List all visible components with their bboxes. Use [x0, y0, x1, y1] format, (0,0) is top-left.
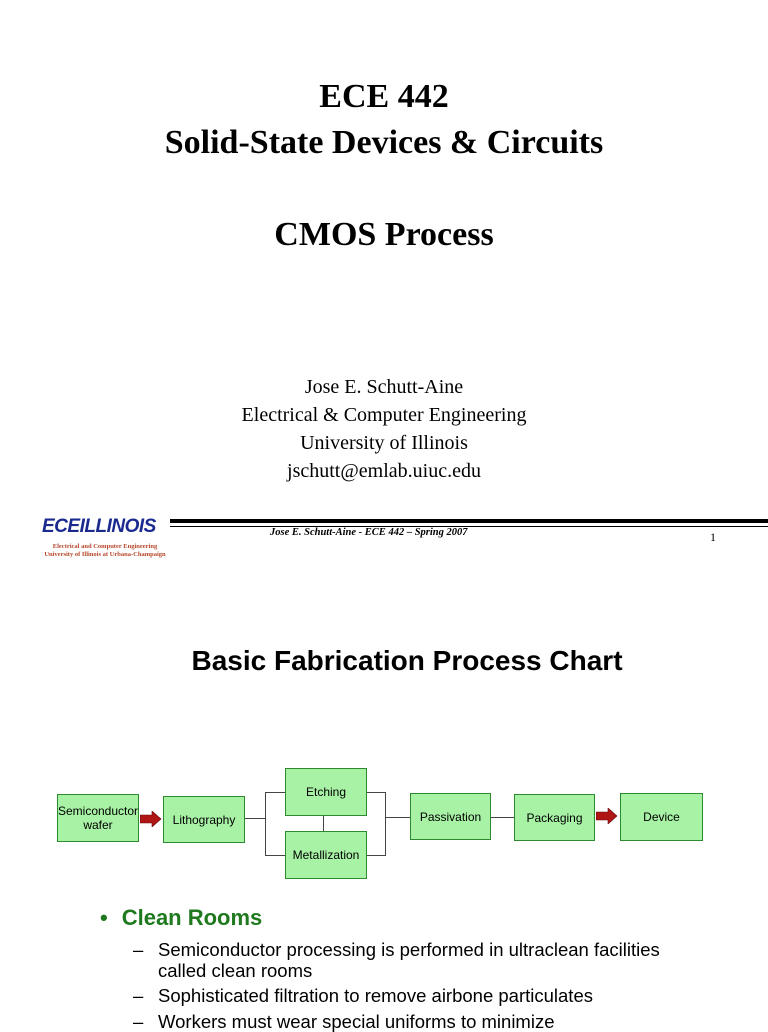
footer-rule — [170, 519, 768, 523]
footer-rule-thin — [170, 526, 768, 527]
course-number: ECE 442 — [319, 78, 449, 115]
box-metallization: Metallization — [285, 831, 367, 879]
connector-line — [366, 792, 386, 793]
arrow-right-icon — [596, 808, 618, 824]
logo-subtitle-2: University of Illinois at Urbana-Champai… — [44, 551, 166, 558]
bullet-clean-rooms: •Clean Rooms — [100, 905, 263, 930]
connector-line — [265, 792, 266, 855]
author-email: jschutt@emlab.uiuc.edu — [287, 460, 481, 482]
box-lithography: Lithography — [163, 796, 245, 843]
connector-line — [265, 855, 285, 856]
connector-line — [265, 792, 285, 793]
connector-line — [366, 855, 386, 856]
topic-title: CMOS Process — [274, 216, 494, 253]
bullet-dot-icon: • — [100, 905, 108, 930]
box-passivation: Passivation — [410, 793, 491, 840]
arrow-right-icon — [140, 811, 162, 827]
author-university: University of Illinois — [300, 432, 468, 454]
connector-line — [385, 817, 410, 818]
course-title: Solid-State Devices & Circuits — [164, 124, 604, 161]
slide-footer: ECEILLINOIS Electrical and Computer Engi… — [40, 516, 768, 560]
box-device: Device — [620, 793, 703, 841]
author-name: Jose E. Schutt-Aine — [304, 376, 464, 398]
box-semiconductor-wafer: Semiconductor wafer — [57, 794, 139, 842]
title-slide: ECE 442 Solid-State Devices & Circuits C… — [40, 78, 768, 560]
fabrication-flow-diagram: Semiconductor wafer Lithography Etching … — [0, 760, 768, 890]
process-chart-title: Basic Fabrication Process Chart — [191, 645, 623, 676]
connector-line — [323, 816, 324, 831]
footer-text: Jose E. Schutt-Aine - ECE 442 – Spring 2… — [270, 527, 468, 538]
box-packaging: Packaging — [514, 794, 595, 841]
page-number: 1 — [710, 530, 716, 544]
logo-subtitle-1: Electrical and Computer Engineering — [52, 543, 158, 550]
connector-line — [385, 792, 386, 855]
author-department: Electrical & Computer Engineering — [241, 404, 527, 426]
ece-illinois-logo: ECEILLINOIS — [42, 516, 156, 537]
box-etching: Etching — [285, 768, 367, 816]
connector-line — [490, 817, 514, 818]
